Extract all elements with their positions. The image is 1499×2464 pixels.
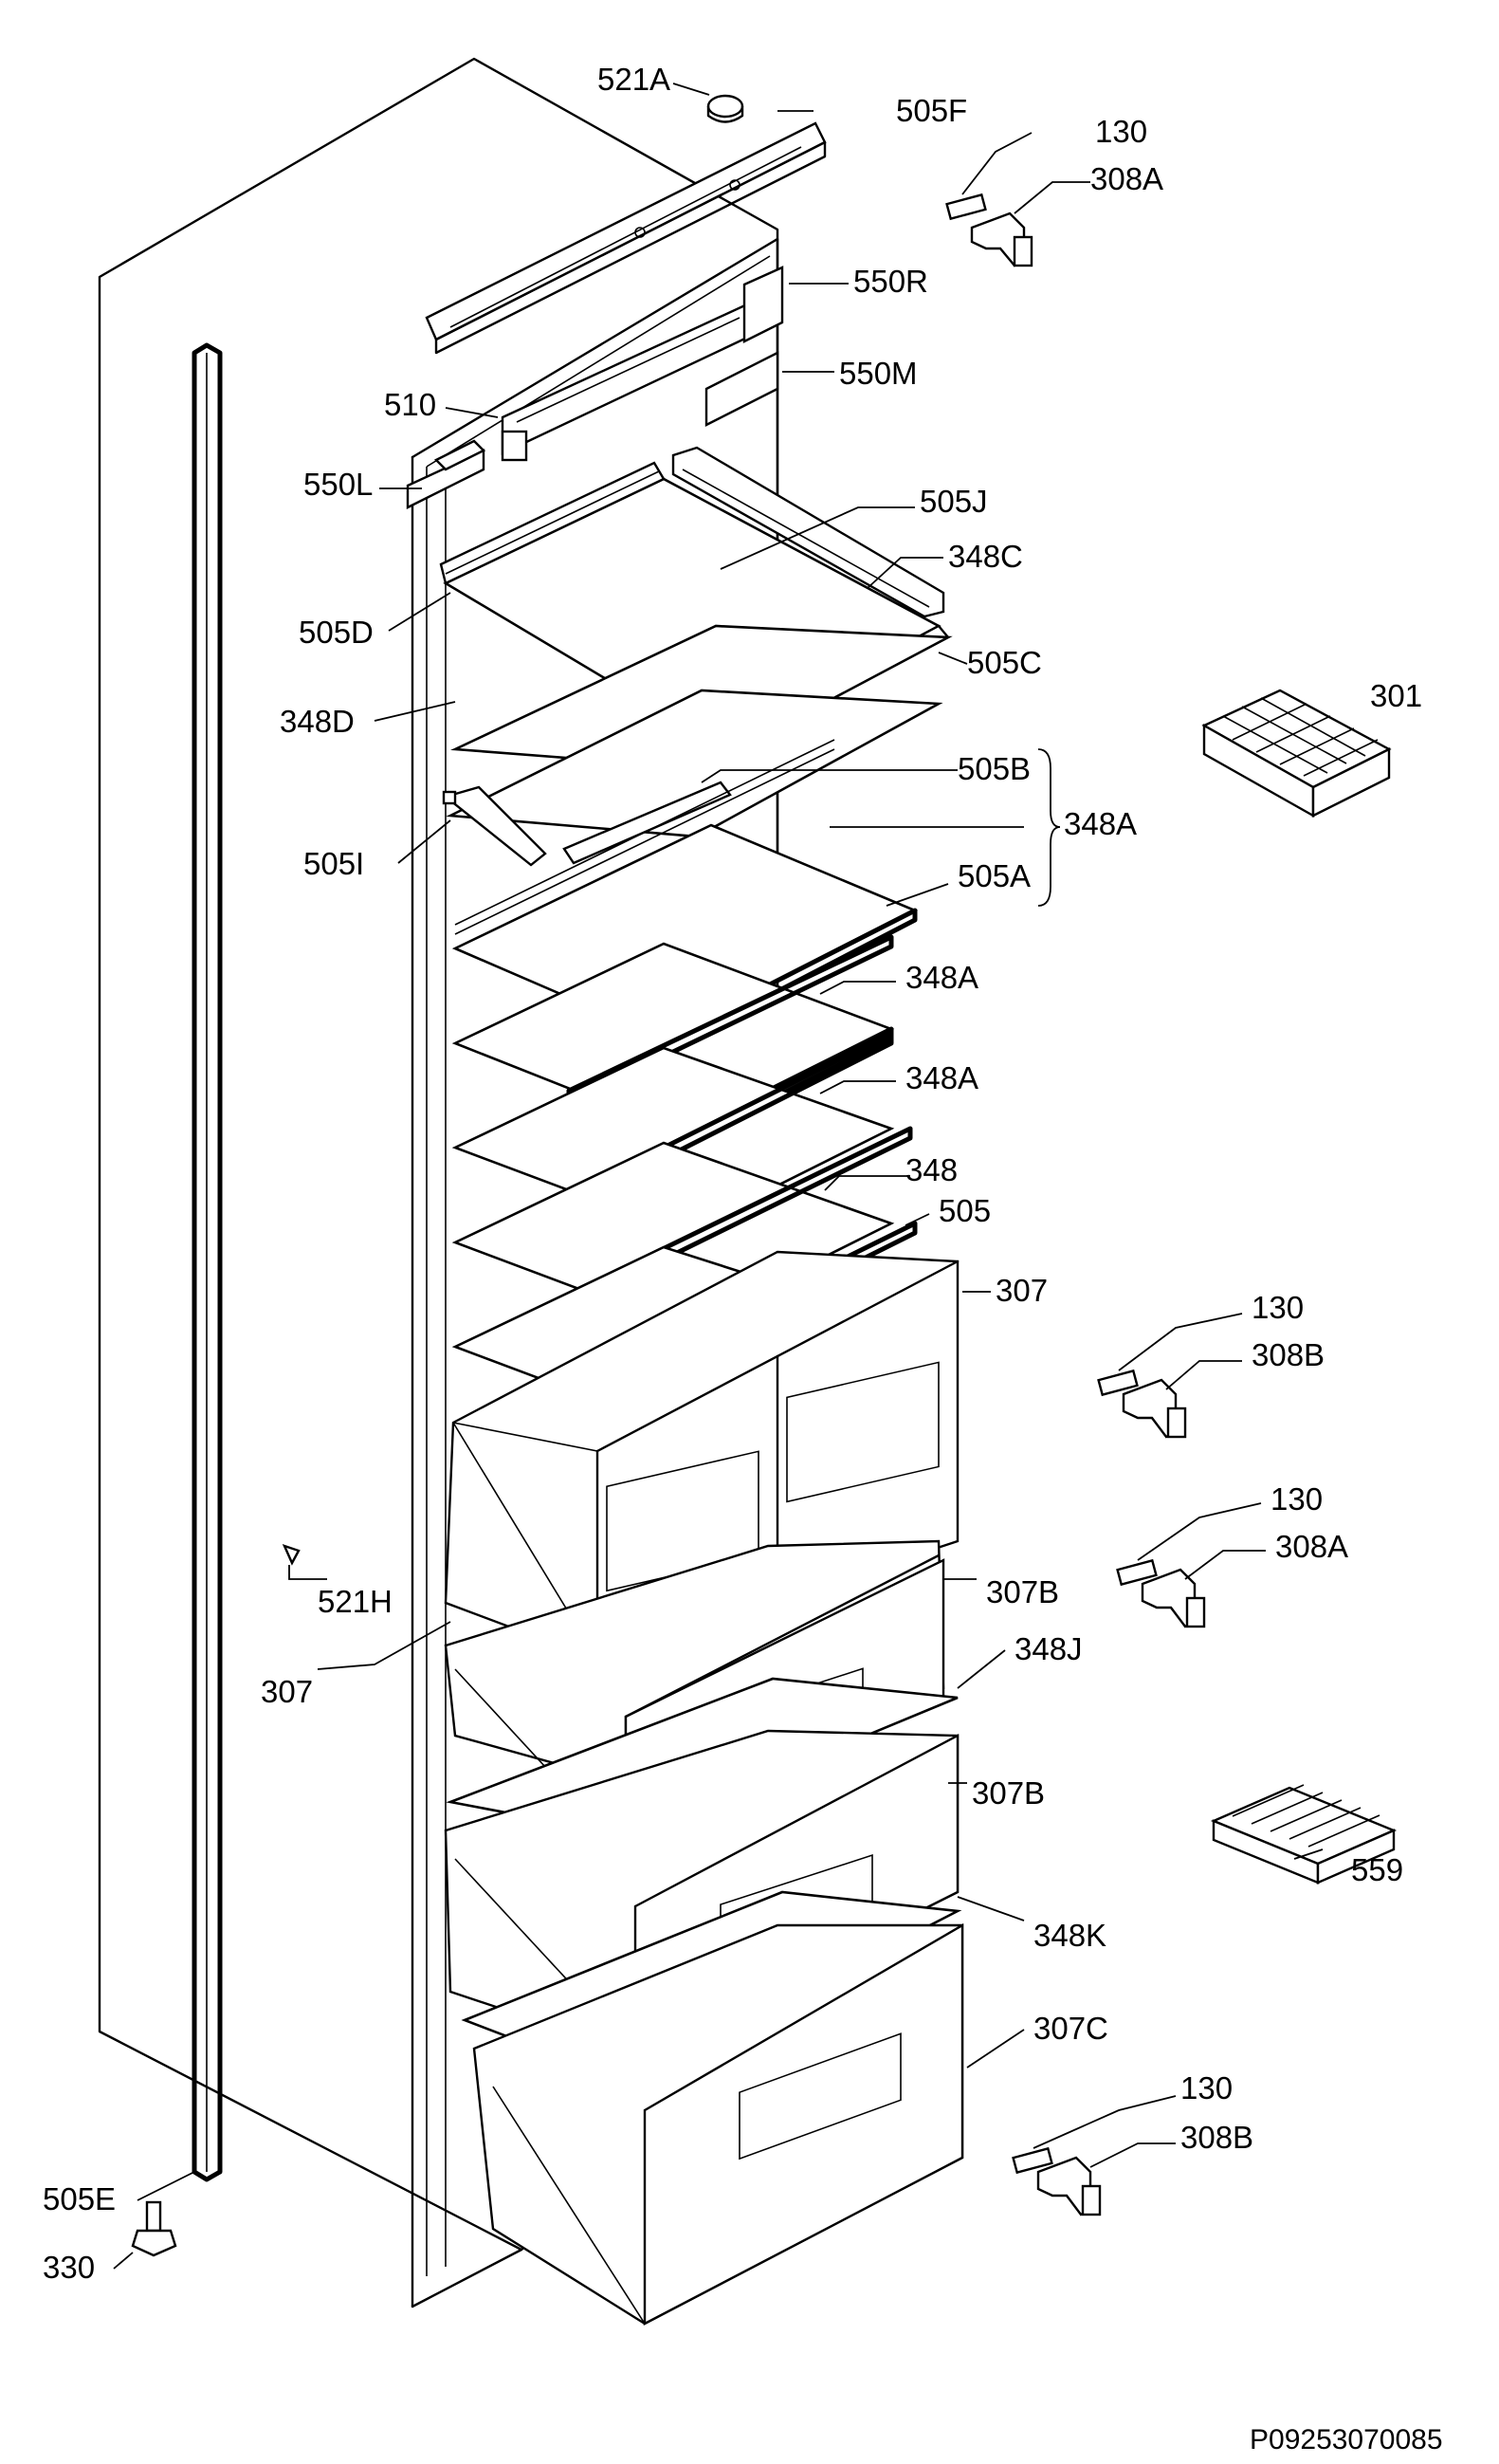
cap-521a bbox=[706, 94, 744, 123]
label-505d: 505D bbox=[299, 615, 374, 650]
label-505j: 505J bbox=[920, 484, 988, 519]
label-130-1: 130 bbox=[1095, 114, 1147, 149]
lamp-cover-550m bbox=[704, 351, 779, 427]
label-505e: 505E bbox=[43, 2181, 116, 2216]
label-521h: 521H bbox=[318, 1584, 393, 1619]
accessory-559 bbox=[1210, 1784, 1398, 1885]
screw-521h bbox=[282, 1544, 301, 1566]
label-330: 330 bbox=[43, 2250, 95, 2285]
label-130-4: 130 bbox=[1180, 2070, 1233, 2105]
label-505a: 505A bbox=[958, 858, 1031, 893]
top-cover-rail-505f bbox=[425, 121, 827, 355]
hinge-set-mid-2 bbox=[1116, 1558, 1206, 1628]
label-348d: 348D bbox=[280, 704, 355, 739]
label-130-2: 130 bbox=[1252, 1290, 1304, 1325]
label-505c: 505C bbox=[967, 645, 1042, 680]
adjustable-foot-330 bbox=[131, 2200, 177, 2257]
drawer-307c bbox=[472, 1922, 964, 2326]
label-505i: 505I bbox=[303, 846, 364, 881]
hinge-set-mid-1 bbox=[1097, 1369, 1187, 1439]
label-348a-2: 348A bbox=[905, 1060, 978, 1095]
label-301: 301 bbox=[1370, 678, 1422, 713]
label-550r: 550R bbox=[853, 264, 928, 299]
label-505: 505 bbox=[939, 1193, 991, 1228]
label-348j: 348J bbox=[1015, 1631, 1083, 1666]
label-550l: 550L bbox=[303, 467, 373, 502]
document-code: P09253070085 bbox=[1250, 2424, 1443, 2455]
label-559: 559 bbox=[1351, 1852, 1403, 1887]
label-348k: 348K bbox=[1033, 1918, 1106, 1953]
shelf-frame-505j bbox=[671, 446, 945, 618]
label-130-3: 130 bbox=[1270, 1481, 1323, 1517]
label-348a-group: 348A bbox=[1064, 806, 1137, 841]
door-seal-strip-505e bbox=[192, 342, 223, 2182]
hinge-set-bottom bbox=[1012, 2146, 1102, 2216]
ice-tray-301 bbox=[1201, 689, 1392, 818]
label-307-top: 307 bbox=[996, 1273, 1048, 1308]
lamp-cover-550r bbox=[742, 266, 784, 343]
label-521a: 521A bbox=[597, 62, 670, 97]
label-308a-2: 308A bbox=[1275, 1529, 1348, 1564]
lamp-cover-550l bbox=[406, 439, 486, 509]
label-307b-1: 307B bbox=[986, 1574, 1059, 1609]
label-510: 510 bbox=[384, 387, 436, 422]
label-348: 348 bbox=[905, 1152, 958, 1187]
label-505f: 505F bbox=[896, 93, 967, 128]
label-307b-2: 307B bbox=[972, 1775, 1045, 1811]
leader-lines bbox=[113, 83, 1324, 2270]
group-bracket-348a bbox=[1037, 748, 1061, 907]
label-308b-1: 308B bbox=[1252, 1337, 1325, 1372]
label-505b: 505B bbox=[958, 751, 1031, 786]
shelf-trim-505d bbox=[439, 461, 666, 585]
shelf-strip-505b bbox=[562, 781, 732, 865]
glass-shelf-348d bbox=[446, 624, 953, 838]
label-348a-1: 348A bbox=[905, 960, 978, 995]
label-308b-2: 308B bbox=[1180, 2120, 1253, 2155]
label-550m: 550M bbox=[839, 356, 918, 391]
hinge-set-top bbox=[945, 193, 1033, 267]
shelf-strip-505i bbox=[442, 785, 547, 867]
label-307-left: 307 bbox=[261, 1674, 313, 1709]
label-348c: 348C bbox=[948, 539, 1023, 574]
label-307c: 307C bbox=[1033, 2011, 1108, 2046]
label-308a-1: 308A bbox=[1090, 161, 1163, 196]
